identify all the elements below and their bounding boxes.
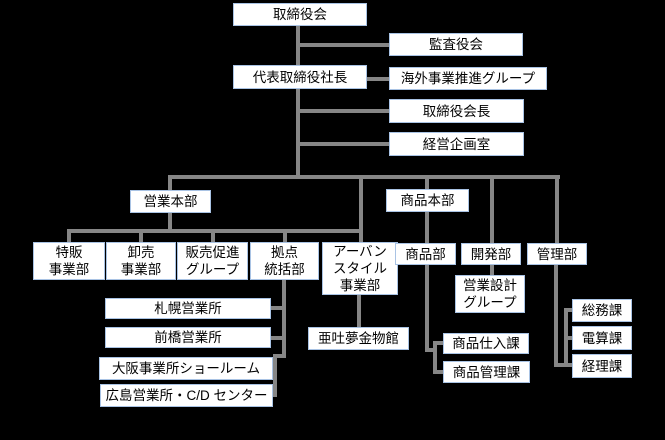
connector-segment bbox=[359, 179, 363, 242]
node-sapporo-office: 札幌営業所 bbox=[105, 298, 271, 319]
connector-segment bbox=[425, 179, 429, 191]
connector-segment bbox=[433, 341, 443, 345]
node-general-affairs-section: 総務課 bbox=[572, 299, 632, 322]
node-product-hq: 商品本部 bbox=[386, 189, 469, 212]
connector-segment bbox=[296, 89, 300, 179]
node-product-control-section: 商品管理課 bbox=[443, 361, 530, 383]
node-accounting-section: 経理課 bbox=[572, 354, 632, 378]
connector-segment bbox=[168, 213, 172, 230]
connector-segment bbox=[564, 336, 572, 340]
connector-segment bbox=[425, 265, 429, 352]
connector-segment bbox=[139, 233, 143, 242]
connector-segment bbox=[433, 341, 437, 374]
node-overseas-business-group: 海外事業推進グループ bbox=[389, 67, 547, 90]
node-computing-section: 電算課 bbox=[572, 326, 632, 350]
connector-segment bbox=[67, 233, 71, 242]
node-sales-hq: 営業本部 bbox=[130, 190, 211, 213]
node-wholesale-dept: 卸売 事業部 bbox=[106, 242, 176, 280]
connector-segment bbox=[211, 233, 215, 242]
connector-segment bbox=[433, 370, 443, 374]
node-audit-board: 監査役会 bbox=[389, 33, 523, 56]
connector-segment bbox=[282, 280, 286, 358]
connector-segment bbox=[298, 43, 389, 47]
connector-segment bbox=[271, 336, 286, 340]
connector-segment bbox=[564, 308, 572, 312]
connector-segment bbox=[67, 229, 363, 233]
connector-segment bbox=[357, 295, 361, 327]
connector-segment bbox=[554, 363, 572, 367]
node-chairman: 取締役会長 bbox=[389, 99, 524, 123]
connector-segment bbox=[283, 233, 287, 242]
connector-segment bbox=[271, 306, 286, 310]
connector-segment bbox=[271, 365, 277, 369]
node-urban-style-dept: アーバン スタイル 事業部 bbox=[322, 242, 398, 295]
connector-segment bbox=[168, 175, 560, 179]
connector-segment bbox=[425, 348, 437, 352]
connector-segment bbox=[273, 354, 277, 397]
node-atom-hardware-hall: 亜吐夢金物館 bbox=[308, 327, 409, 350]
node-maebashi-office: 前橋営業所 bbox=[105, 327, 271, 348]
node-osaka-showroom: 大阪事業所ショールーム bbox=[99, 357, 273, 380]
node-development-dept: 開発部 bbox=[461, 243, 521, 265]
connector-segment bbox=[273, 354, 286, 358]
connector-segment bbox=[490, 179, 494, 243]
node-president: 代表取締役社長 bbox=[233, 65, 367, 89]
node-product-dept: 商品部 bbox=[395, 243, 456, 265]
node-admin-dept: 管理部 bbox=[527, 243, 587, 265]
connector-segment bbox=[168, 179, 172, 190]
connector-segment bbox=[367, 77, 389, 81]
node-purchasing-section: 商品仕入課 bbox=[443, 333, 529, 354]
node-corporate-planning: 経営企画室 bbox=[389, 132, 524, 156]
connector-segment bbox=[298, 142, 389, 146]
connector-segment bbox=[271, 393, 277, 397]
node-branch-control-dept: 拠点 統括部 bbox=[250, 242, 319, 280]
connector-segment bbox=[298, 109, 389, 113]
connector-segment bbox=[490, 265, 494, 275]
node-sales-design-group: 営業設計 グループ bbox=[455, 275, 525, 313]
node-sales-promotion-group: 販売促進 グループ bbox=[177, 242, 248, 280]
connector-segment bbox=[554, 265, 558, 367]
node-board-of-directors: 取締役会 bbox=[233, 3, 367, 26]
connector-segment bbox=[425, 212, 429, 243]
node-special-sales-dept: 特販 事業部 bbox=[33, 242, 105, 280]
node-hiroshima-office: 広島営業所・C/D センター bbox=[100, 384, 273, 407]
connector-segment bbox=[555, 179, 559, 243]
